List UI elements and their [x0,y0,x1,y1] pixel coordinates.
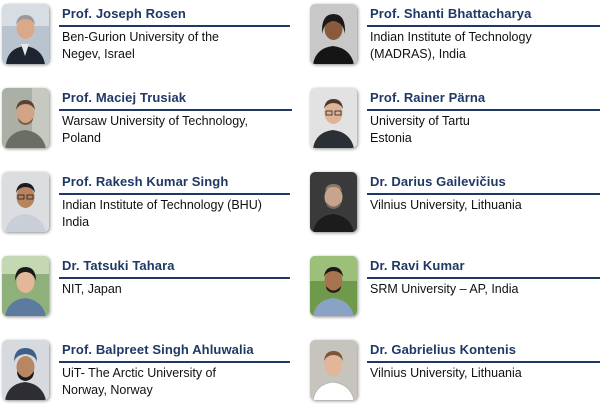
name-underline [59,193,290,195]
affiliation-line: India [62,215,90,229]
affiliation-line: Warsaw University of Technology, [62,114,248,128]
headshot-photo [2,256,49,316]
name-underline [367,193,600,195]
speaker-name: Dr. Gabrielius Kontenis [370,342,517,357]
speaker-name: Dr. Darius Gailevičius [370,174,506,189]
affiliation-line: Indian Institute of Technology (BHU) [62,198,262,212]
affiliation-line: NIT, Japan [62,282,122,296]
headshot-photo [2,88,49,148]
speaker-affiliation: Warsaw University of Technology, Poland [62,113,248,147]
speaker-card-rainer-parna: Prof. Rainer Pärna University of Tartu E… [310,88,600,160]
speaker-name: Prof. Rainer Pärna [370,90,486,105]
name-underline [367,277,600,279]
affiliation-line: Indian Institute of Technology [370,30,532,44]
affiliation-line: Estonia [370,131,412,145]
affiliation-line: Negev, Israel [62,47,135,61]
affiliation-line: Norway, Norway [62,383,153,397]
headshot-photo [2,172,49,232]
speaker-affiliation: Indian Institute of Technology (MADRAS),… [370,29,532,63]
speaker-name: Prof. Maciej Trusiak [62,90,187,105]
speaker-affiliation: Vilnius University, Lithuania [370,197,522,214]
affiliation-line: Ben-Gurion University of the [62,30,220,44]
speaker-affiliation: Indian Institute of Technology (BHU) Ind… [62,197,262,231]
speaker-name: Dr. Tatsuki Tahara [62,258,175,273]
speaker-card-shanti-bhattacharya: Prof. Shanti Bhattacharya Indian Institu… [310,4,600,76]
name-underline [59,25,290,27]
speaker-affiliation: University of Tartu Estonia [370,113,470,147]
speaker-name: Prof. Rakesh Kumar Singh [62,174,229,189]
headshot-photo [2,340,49,400]
headshot-photo [310,172,357,232]
speaker-card-balpreet-singh-ahluwalia: Prof. Balpreet Singh Ahluwalia UiT- The … [2,340,292,412]
speaker-card-joseph-rosen: Prof. Joseph Rosen Ben-Gurion University… [2,4,292,76]
speaker-card-gabrielius-kontenis: Dr. Gabrielius Kontenis Vilnius Universi… [310,340,600,412]
headshot-photo [310,340,357,400]
affiliation-line: UiT- The Arctic University of [62,366,216,380]
affiliation-line: Vilnius University, Lithuania [370,366,522,380]
speaker-affiliation: Vilnius University, Lithuania [370,365,522,382]
speaker-affiliation: Ben-Gurion University of the Negev, Isra… [62,29,219,63]
speaker-name: Dr. Ravi Kumar [370,258,465,273]
speaker-affiliation: SRM University – AP, India [370,281,518,298]
name-underline [59,109,292,111]
speaker-name: Prof. Shanti Bhattacharya [370,6,532,21]
speaker-card-ravi-kumar: Dr. Ravi Kumar SRM University – AP, Indi… [310,256,600,328]
name-underline [367,109,600,111]
speaker-name: Prof. Joseph Rosen [62,6,186,21]
affiliation-line: Vilnius University, Lithuania [370,198,522,212]
affiliation-line: SRM University – AP, India [370,282,519,296]
speaker-card-tatsuki-tahara: Dr. Tatsuki Tahara NIT, Japan [2,256,292,328]
headshot-photo [310,88,357,148]
name-underline [59,277,290,279]
affiliation-line: University of Tartu [370,114,470,128]
speaker-card-rakesh-kumar-singh: Prof. Rakesh Kumar Singh Indian Institut… [2,172,292,244]
headshot-photo [2,4,49,64]
speaker-card-maciej-trusiak: Prof. Maciej Trusiak Warsaw University o… [2,88,292,160]
speaker-card-darius-gailevicius: Dr. Darius Gailevičius Vilnius Universit… [310,172,600,244]
speaker-affiliation: UiT- The Arctic University of Norway, No… [62,365,216,399]
headshot-photo [310,256,357,316]
speaker-name: Prof. Balpreet Singh Ahluwalia [62,342,254,357]
affiliation-line: (MADRAS), India [370,47,466,61]
headshot-photo [310,4,357,64]
affiliation-line: Poland [62,131,101,145]
name-underline [367,25,600,27]
speaker-affiliation: NIT, Japan [62,281,122,298]
name-underline [59,361,290,363]
name-underline [367,361,600,363]
